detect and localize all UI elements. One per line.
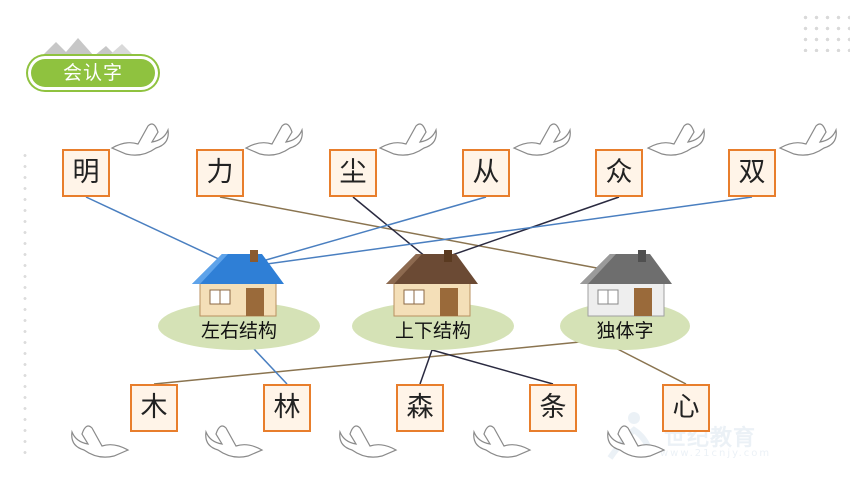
house-icon[interactable] <box>192 250 284 318</box>
dove-icon <box>473 425 532 458</box>
dove-icon <box>778 123 837 156</box>
house-roof-3 <box>580 254 672 284</box>
dove-icon <box>339 425 398 458</box>
char-box-bottom-1[interactable]: 木 <box>130 384 178 432</box>
dot-grid-decoration <box>800 12 850 52</box>
char-box-top-6[interactable]: 双 <box>728 149 776 197</box>
char-box-top-1[interactable]: 明 <box>62 149 110 197</box>
connection-line-1 <box>85 196 239 269</box>
char-box-top-4[interactable]: 从 <box>462 149 510 197</box>
house-label-2: 上下结构 <box>394 320 471 342</box>
watermark-url: www.21cnjy.com <box>660 448 772 459</box>
dove-icon <box>378 123 437 156</box>
dove-icon <box>646 123 705 156</box>
dove-icon <box>512 123 571 156</box>
side-dots-decoration <box>22 150 28 460</box>
house-roof-2 <box>386 254 478 284</box>
connection-line-4 <box>237 196 487 269</box>
char-box-top-5[interactable]: 众 <box>595 149 643 197</box>
house-label-3: 独体字 <box>596 320 654 342</box>
dove-icon <box>71 425 130 458</box>
dove-icon <box>205 425 264 458</box>
char-box-bottom-3[interactable]: 森 <box>396 384 444 432</box>
badge-title: 会认字 <box>62 62 123 84</box>
connection-line-5 <box>431 196 620 263</box>
house-label-1: 左右结构 <box>200 320 277 342</box>
char-box-bottom-4[interactable]: 条 <box>529 384 577 432</box>
dove-icon <box>244 123 303 156</box>
house-icon[interactable] <box>580 250 672 318</box>
house-icon[interactable] <box>386 250 478 318</box>
char-box-top-3[interactable]: 尘 <box>329 149 377 197</box>
char-box-top-2[interactable]: 力 <box>196 149 244 197</box>
char-box-bottom-2[interactable]: 林 <box>263 384 311 432</box>
house-roof-1 <box>192 254 284 284</box>
connection-line-9 <box>419 349 433 385</box>
section-badge: 会认字 <box>28 38 158 90</box>
connection-line-3 <box>352 196 433 263</box>
connection-line-7 <box>153 339 601 385</box>
connection-line-10 <box>431 349 554 385</box>
dove-icon <box>607 425 666 458</box>
char-box-bottom-5[interactable]: 心 <box>662 384 710 432</box>
connection-line-2 <box>219 196 619 273</box>
dove-icon <box>110 123 169 156</box>
badge-pill <box>28 56 158 90</box>
connection-line-6 <box>237 196 753 269</box>
